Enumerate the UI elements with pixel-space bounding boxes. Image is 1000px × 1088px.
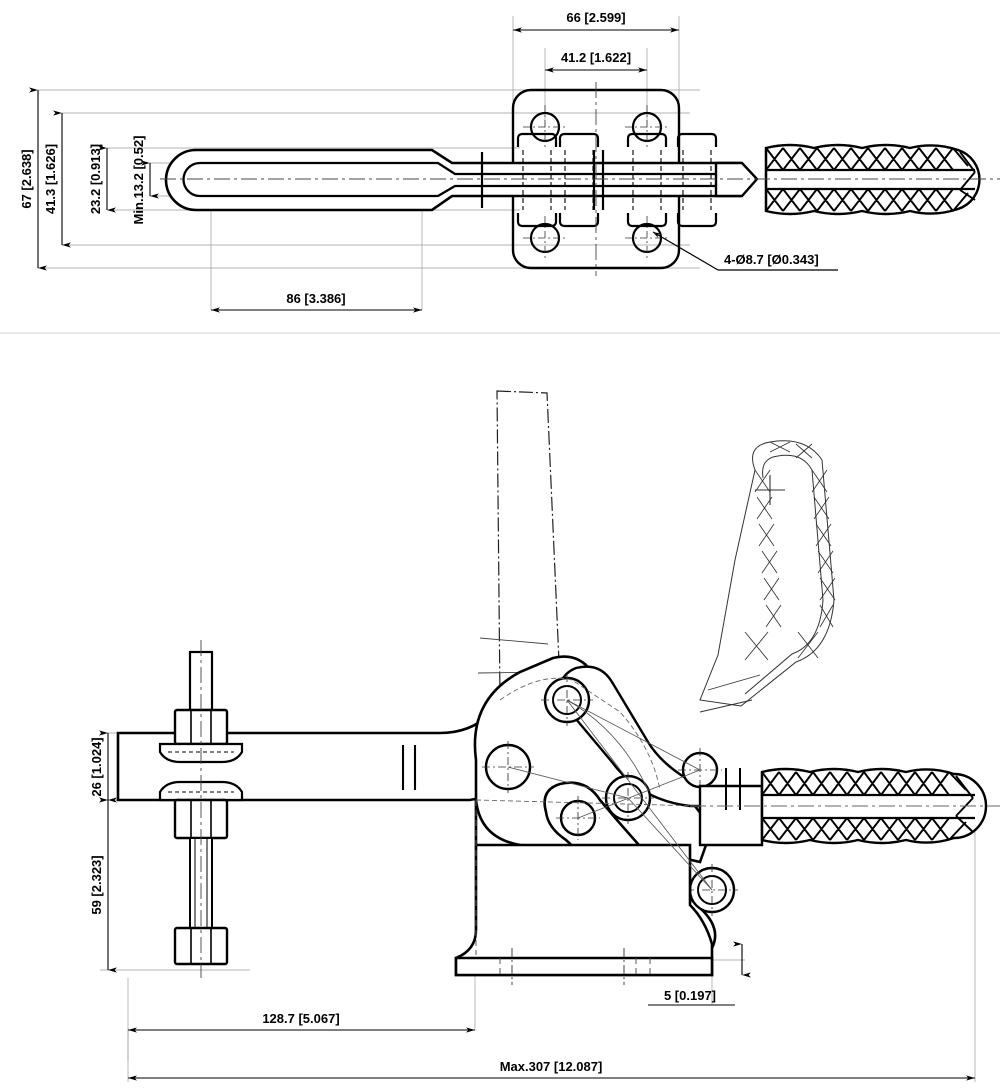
phantom-linkage-outline [475, 677, 701, 807]
dim-top-overall-width: 66 [2.599] [513, 10, 679, 33]
top-linkage-hidden-lines [522, 150, 712, 210]
dim-label-spindle-drop: 59 [2.323] [89, 855, 104, 914]
side-spindle-assembly [158, 640, 244, 978]
top-view-group: 66 [2.599] 41.2 [1.622] 67 [2.638] 41.3 … [19, 10, 1000, 313]
dim-side-overall-length: Max.307 [12.087] [128, 1059, 975, 1081]
dim-label-base-thickness: 5 [0.197] [664, 988, 716, 1003]
top-handle-grip [764, 143, 981, 216]
dim-side-arm-height: 26 [1.024] [89, 730, 117, 803]
top-pivot-rib-lines [480, 150, 605, 210]
side-linkage-upper-hook [558, 665, 744, 808]
side-handle-closed [690, 767, 1000, 847]
top-clamp-bar-inner-slot [182, 161, 742, 198]
side-arm-rib-lines [401, 745, 417, 790]
dim-side-base-thickness: 5 [0.197] [648, 941, 751, 1006]
dim-label-bar-length: 86 [3.386] [286, 291, 345, 306]
dim-label-slot-min: Min.13.2 [0.52] [131, 136, 146, 225]
dim-label-hole-spacing-width: 41.2 [1.622] [561, 50, 631, 65]
dim-top-hole-spacing-height: 23.2 [0.913] [88, 144, 116, 214]
side-base-hidden-lines [475, 800, 651, 975]
side-view-group: 26 [1.024] 59 [2.323] 128.7 [5.067] 5 [0… [89, 390, 1000, 1082]
motion-path-arcs [507, 699, 713, 891]
dim-top-slot-min: Min.13.2 [0.52] [131, 136, 159, 225]
dim-label-arm-height: 26 [1.024] [89, 737, 104, 796]
dim-top-hole-spacing-width: 41.2 [1.622] [545, 50, 647, 73]
dim-label-hole-spacing-height: 23.2 [0.913] [88, 144, 103, 214]
dim-side-arm-reach: 128.7 [5.067] [128, 1011, 475, 1033]
hole-centermarks [523, 105, 669, 260]
phantom-open-handle [699, 440, 836, 713]
dim-top-plate-height: 41.3 [1.626] [43, 110, 71, 248]
callout-label-mounting-holes: 4-Ø8.7 [Ø0.343] [724, 252, 819, 267]
dim-side-spindle-drop: 59 [2.323] [89, 797, 117, 973]
dim-label-overall-width: 66 [2.599] [566, 10, 625, 25]
side-base-centermarks [511, 948, 625, 985]
top-linkage-plates [516, 132, 718, 228]
dim-label-plate-height: 41.3 [1.626] [43, 144, 58, 214]
top-handle-shank [714, 161, 759, 198]
side-handle-shank [698, 784, 764, 847]
side-base-plate [454, 956, 714, 977]
dim-label-overall-height: 67 [2.638] [19, 149, 34, 208]
dim-top-overall-height: 67 [2.638] [19, 87, 47, 271]
dim-top-bar-length: 86 [3.386] [211, 291, 422, 313]
dim-label-overall-length: Max.307 [12.087] [500, 1059, 603, 1074]
callout-mounting-holes: 4-Ø8.7 [Ø0.343] [652, 231, 838, 271]
dim-label-arm-reach: 128.7 [5.067] [262, 1011, 339, 1026]
